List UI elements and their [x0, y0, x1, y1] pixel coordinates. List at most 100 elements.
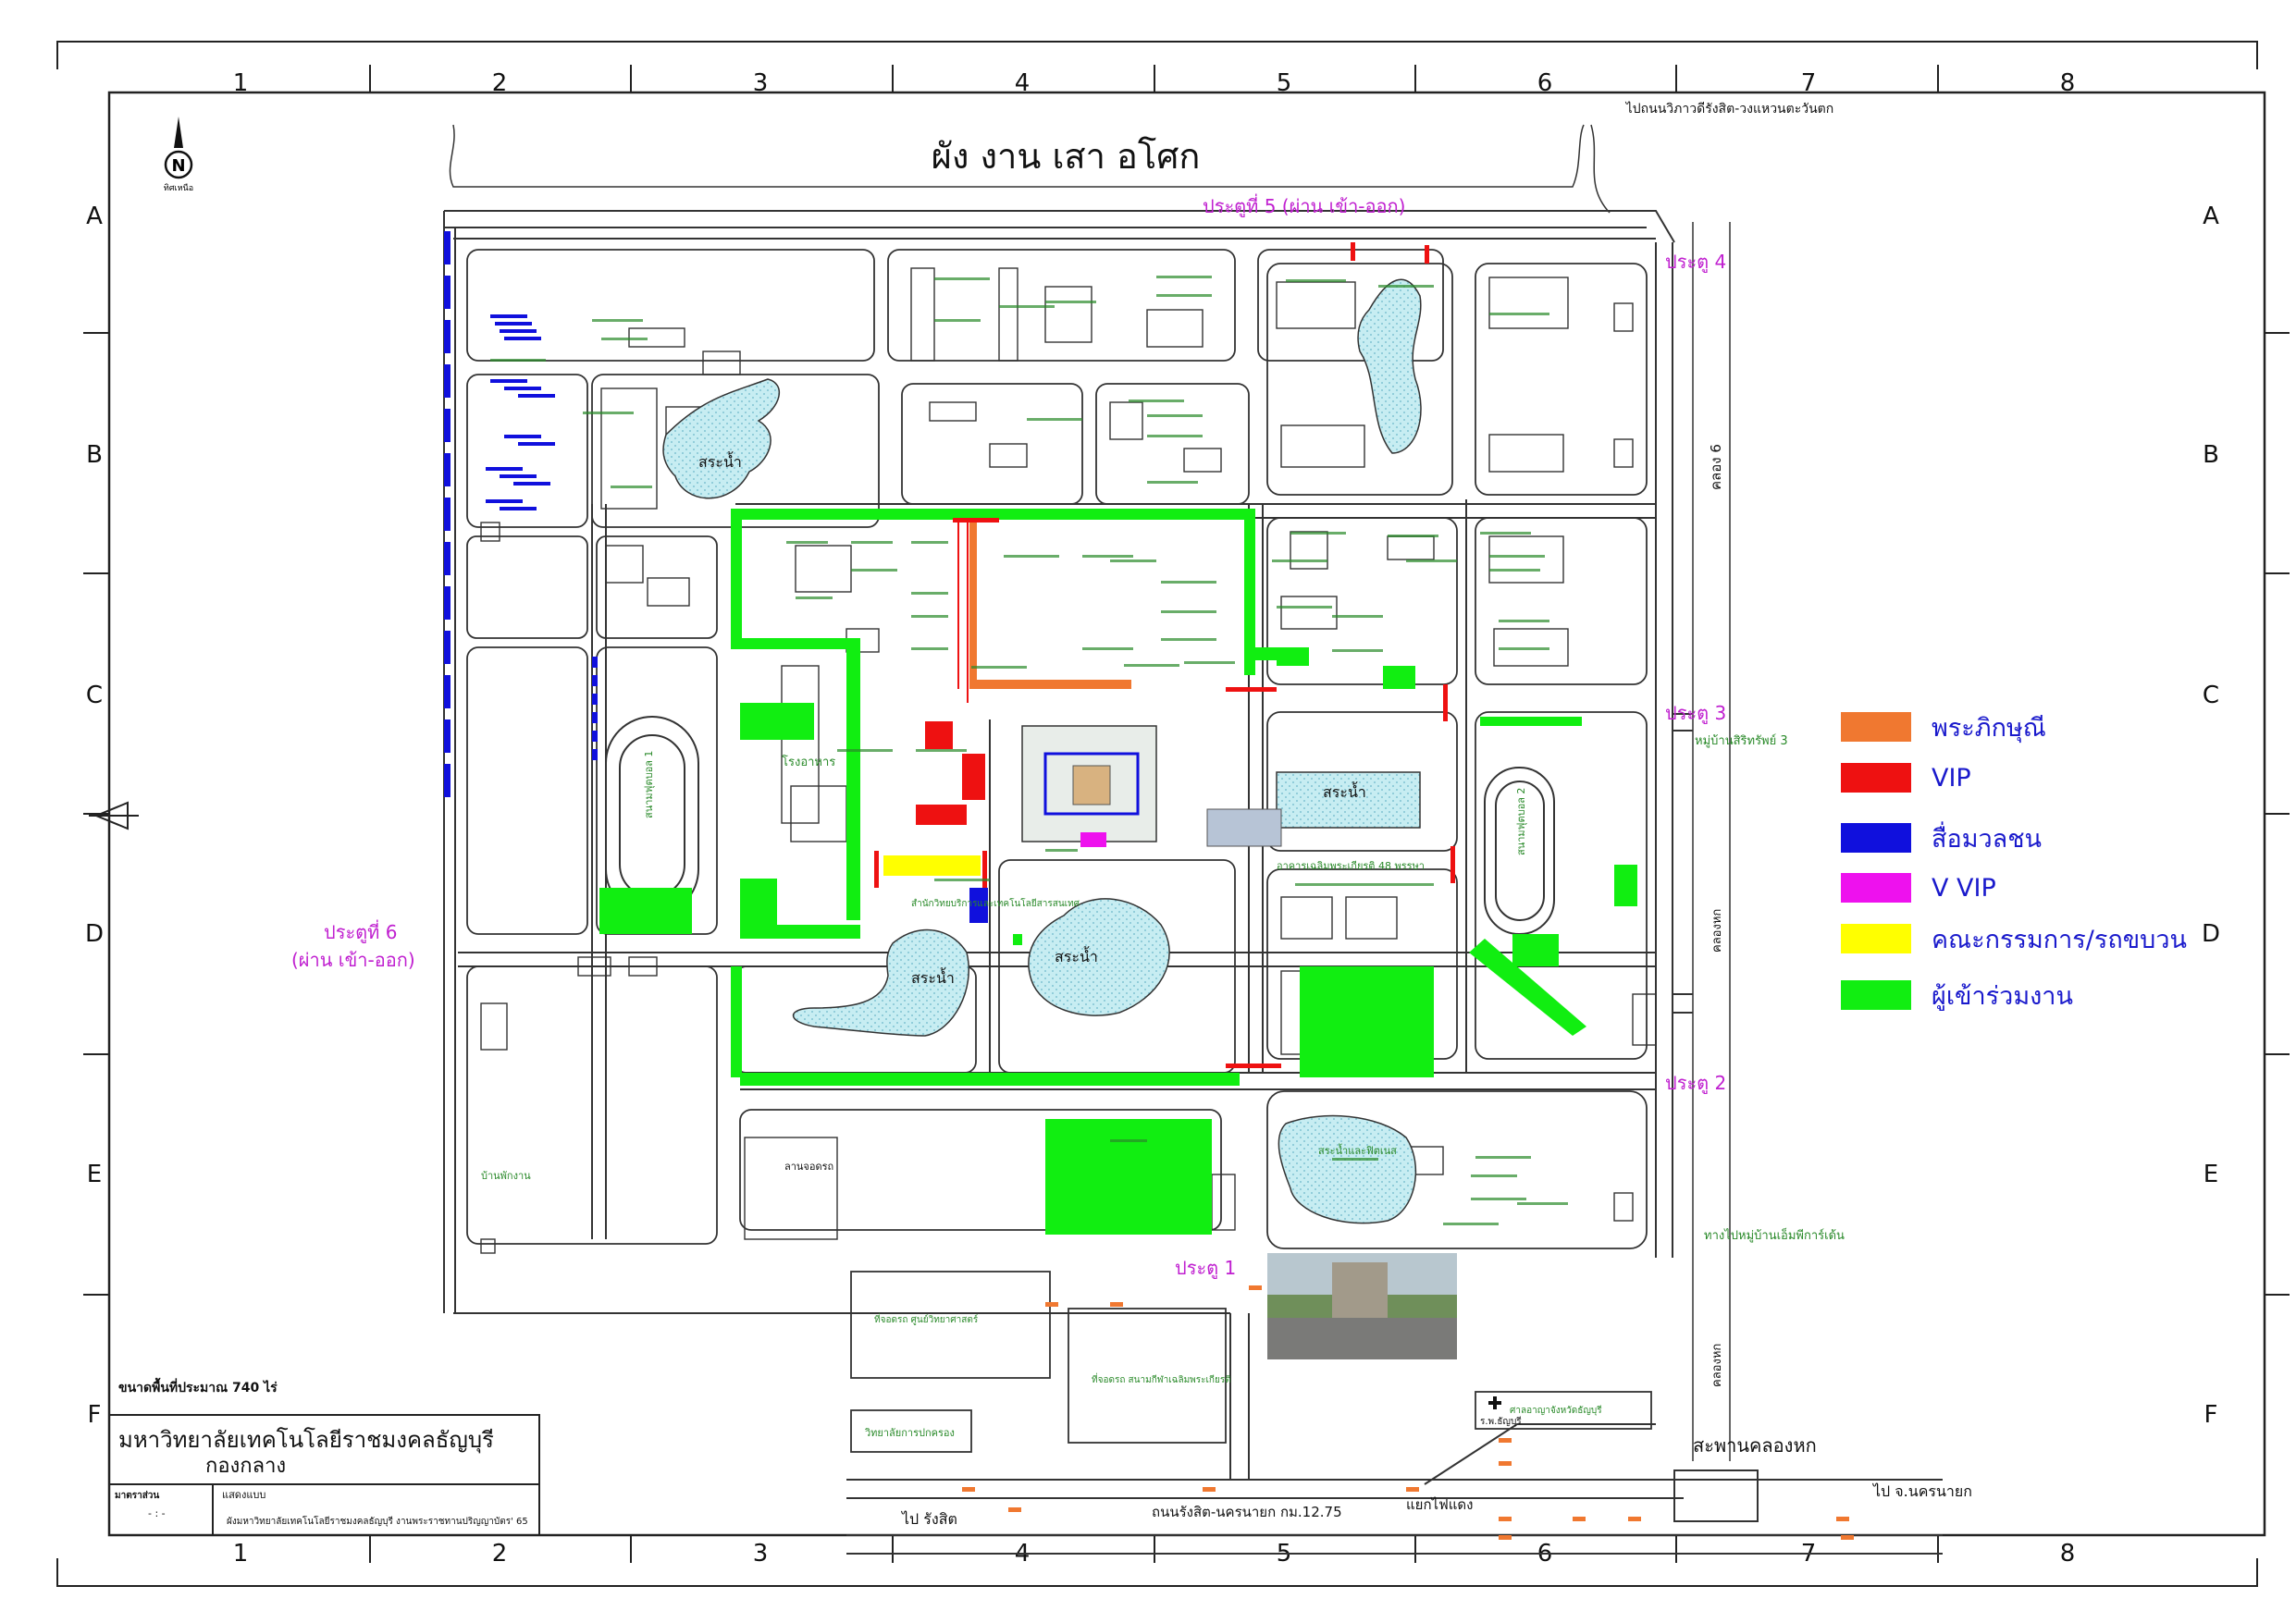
vip-zone	[962, 754, 985, 800]
attendee-zone	[731, 638, 860, 649]
building-label-stroke	[1272, 559, 1327, 562]
vip-marker	[967, 518, 969, 703]
pond-label: สระน้ำ	[698, 451, 742, 471]
parking-stadium-label: ที่จอดรถ สนามกีฬาเฉลิมพระเกียรติ	[1092, 1372, 1231, 1385]
legend-label: V VIP	[1932, 873, 1996, 903]
monk-route	[969, 680, 1131, 689]
building-label-stroke	[1161, 581, 1216, 584]
row-label: C	[86, 682, 103, 709]
grid-column-labels: 1 2 3 4 5 6 7 8 1 2 3 4 5 6 7 8	[233, 69, 2076, 1568]
legend-item-monk: พระภิกษุณี	[1841, 710, 2046, 744]
stadium2-label: สนามฟุตบอล 2	[1515, 788, 1527, 855]
scale-value: - : -	[148, 1507, 166, 1519]
road-network	[443, 210, 1943, 1555]
building-label-stroke	[1489, 569, 1540, 572]
building-label-stroke	[1156, 294, 1212, 297]
parking-lot-label: ลานจอดรถ	[784, 1161, 833, 1173]
attendee-zone	[731, 509, 742, 643]
gate-6-sub: (ผ่าน เข้า-ออก)	[291, 949, 415, 971]
gate-1-label: ประตู 1	[1175, 1257, 1236, 1280]
building-label-stroke	[1045, 301, 1096, 303]
housing-dash	[504, 435, 541, 438]
building-label-stroke	[1286, 279, 1346, 282]
to-village-label: ทางไปหมู่บ้านเอ็มพีการ์เด้น	[1704, 1226, 1845, 1243]
col-label: 3	[753, 1540, 769, 1568]
col-label: 4	[1015, 69, 1031, 97]
building-label-stroke	[911, 592, 948, 595]
scale-label: มาตราส่วน	[115, 1490, 159, 1501]
legend-label: ผู้เข้าร่วมงาน	[1932, 981, 2073, 1011]
to-nakhon-label: ไป จ.นครนายก	[1871, 1482, 1972, 1500]
housing-dash	[518, 394, 555, 398]
attendee-zone	[599, 888, 692, 934]
col-label: 3	[753, 69, 769, 97]
traffic-light-label: แยกไฟแดง	[1406, 1496, 1473, 1513]
building-label-stroke	[1277, 606, 1332, 609]
vip-marker	[1226, 687, 1277, 692]
building-label-stroke	[786, 541, 828, 544]
compass-letter: N	[171, 156, 185, 176]
attendee-zone	[740, 1073, 1240, 1086]
building-label-stroke	[1156, 276, 1212, 278]
housing-dash	[504, 337, 541, 340]
housing-dash	[490, 379, 527, 383]
building-label-stroke	[1124, 664, 1179, 667]
top-right-note: ไปถนนวิภาวดีรังสิต-วงแหวนตะวันตก	[1625, 101, 1834, 117]
building-label-stroke	[1443, 1223, 1499, 1225]
building-label-stroke	[1489, 555, 1545, 558]
housing-dash	[495, 322, 532, 326]
court-label: ศาลอาญาจังหวัดธัญบุรี	[1510, 1405, 1602, 1416]
col-label: 2	[492, 1540, 508, 1568]
fence-dash	[592, 694, 598, 705]
housing-label: บ้านพักงาน	[481, 1170, 531, 1182]
fence-dash	[592, 675, 598, 686]
building-label-stroke	[1082, 555, 1133, 558]
building-name-labels	[490, 276, 1568, 1225]
traffic-arrow	[1045, 1302, 1058, 1307]
fence-dash	[592, 657, 598, 668]
legend-swatch	[1841, 924, 1911, 953]
traffic-arrow	[1008, 1507, 1021, 1512]
hospital-label: ร.พ.ธัญบุรี	[1480, 1416, 1522, 1427]
col-label: 8	[2060, 69, 2076, 97]
row-label: E	[2203, 1161, 2218, 1188]
building-label-stroke	[911, 647, 948, 650]
housing-dash	[500, 329, 537, 333]
fence-dash	[592, 749, 598, 760]
fence-dash	[444, 764, 451, 797]
housing-dash	[518, 442, 555, 446]
building-label-stroke	[911, 541, 948, 544]
building-label-stroke	[1517, 1202, 1568, 1205]
building-label-stroke	[1045, 849, 1078, 852]
ceremony-hall	[1021, 725, 1282, 847]
bldg-48-label: อาคารเฉลิมพระเกียรติ 48 พรรษา	[1277, 860, 1425, 872]
col-label: 6	[1537, 69, 1553, 97]
fence-dash	[444, 719, 451, 753]
fence-dash	[592, 731, 598, 742]
building-label-stroke	[1499, 647, 1549, 650]
center-marker-icon	[89, 801, 139, 830]
fence-dash	[444, 320, 451, 353]
attendee-zone	[846, 643, 860, 920]
housing-dash	[490, 314, 527, 318]
title-block	[108, 1414, 540, 1536]
lake-fitness-label: สระน้ำและฟิตเนส	[1318, 1143, 1397, 1157]
building-label-stroke	[1147, 435, 1203, 437]
legend-item-media: สื่อมวลชน	[1841, 821, 2042, 855]
gate-6-label: ประตูที่ 6	[324, 919, 397, 944]
col-label: 7	[1801, 69, 1817, 97]
building-label-stroke	[1110, 559, 1156, 562]
legend-item-attendee: ผู้เข้าร่วมงาน	[1841, 978, 2073, 1012]
building-label-stroke	[1295, 883, 1434, 886]
monk-route	[969, 523, 977, 684]
vip-marker	[957, 518, 959, 689]
fence-dash	[444, 231, 451, 264]
building-label-stroke	[971, 666, 1027, 669]
fence-dash	[444, 409, 451, 442]
row-label: A	[2203, 203, 2219, 230]
legend-label: พระภิกษุณี	[1932, 713, 2046, 743]
attendee-zone	[731, 966, 742, 1077]
bldg-tech-label: สำนักวิทยบริการและเทคโนโลยีสารสนเทศ	[911, 897, 1080, 909]
vip-marker	[1425, 245, 1429, 264]
